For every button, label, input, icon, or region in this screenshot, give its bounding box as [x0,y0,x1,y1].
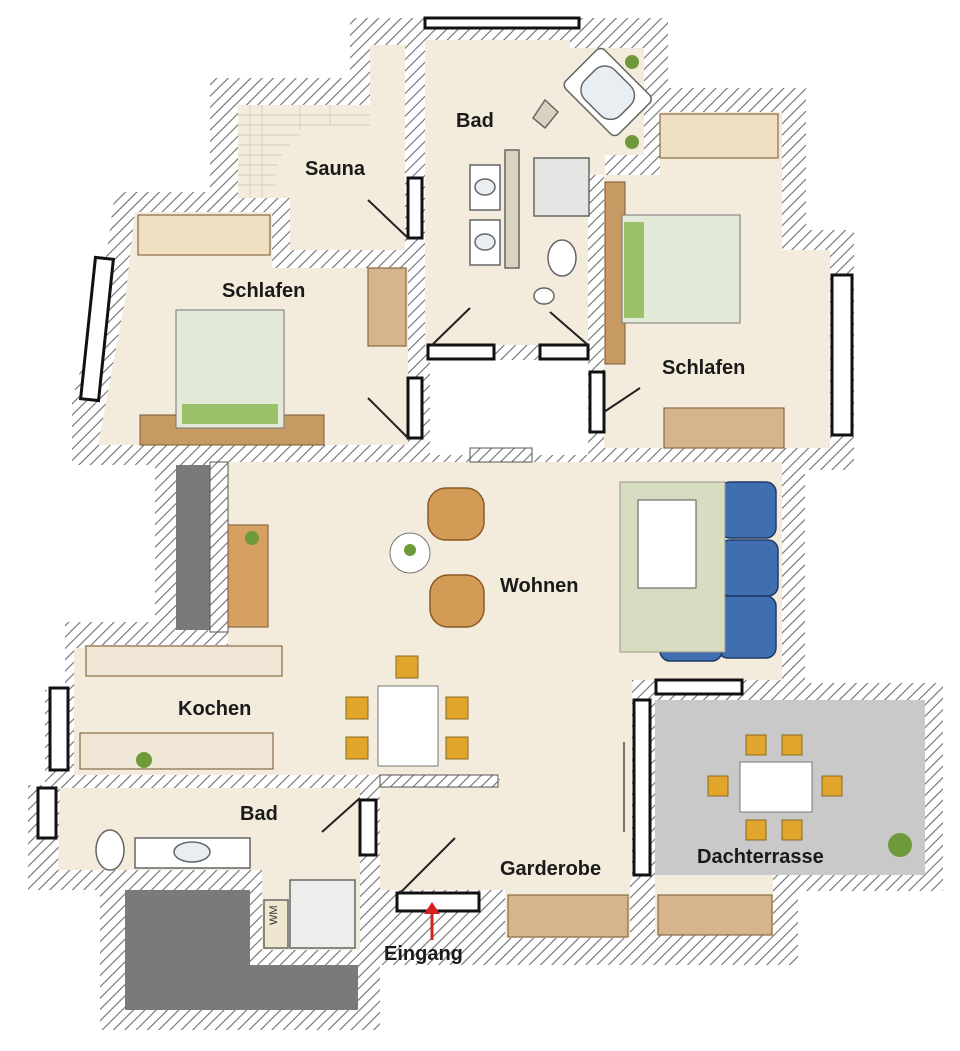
storage-column [176,465,210,630]
label-kochen: Kochen [178,698,252,720]
label-dachterrasse: Dachterrasse [697,846,824,868]
label-wohnen: Wohnen [500,575,579,597]
dining-terrace [707,734,843,841]
label-schlafen-left: Schlafen [222,280,306,302]
label-garderobe: Garderobe [500,858,602,880]
rug [619,481,726,653]
windows [36,16,854,913]
label-bad-bottom: Bad [240,803,278,825]
label-schlafen-right: Schlafen [662,357,746,379]
label-bad-top: Bad [456,110,494,132]
armchairs [427,487,485,628]
dining-inside [345,655,469,767]
doors [321,199,641,894]
label-wm: WM [268,905,280,925]
storage-area [125,890,358,1010]
bed-right [604,181,741,365]
label-eingang: Eingang [384,943,463,965]
label-sauna: Sauna [305,158,366,180]
entrance-arrow-icon [424,902,440,940]
furniture-wood [79,113,785,938]
interior-walls [209,447,533,788]
floor-sauna [238,45,405,250]
stairs [238,105,370,198]
bed-left [139,309,325,446]
plant-icon [136,55,912,857]
